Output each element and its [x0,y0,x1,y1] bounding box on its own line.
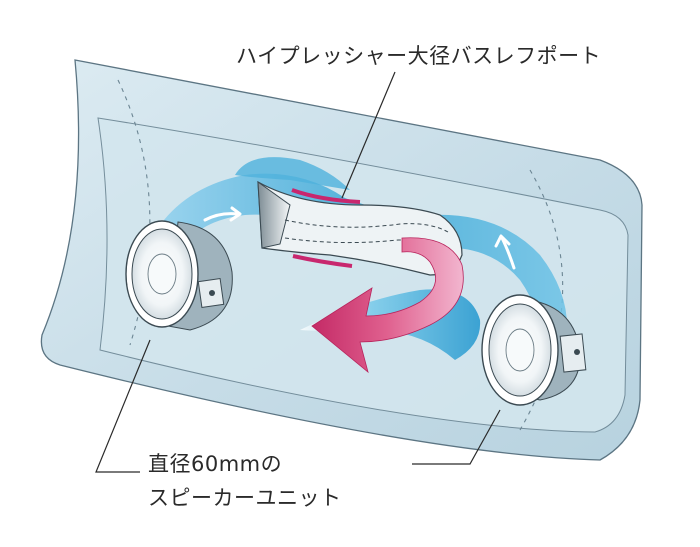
speaker-callout-line1: 直径60mmの [148,447,342,481]
speaker-callout-line2: スピーカーユニット [148,481,342,515]
port-callout-label: ハイプレッシャー大径バスレフポート [236,40,601,70]
speaker-callout-label: 直径60mmの スピーカーユニット [148,447,342,515]
